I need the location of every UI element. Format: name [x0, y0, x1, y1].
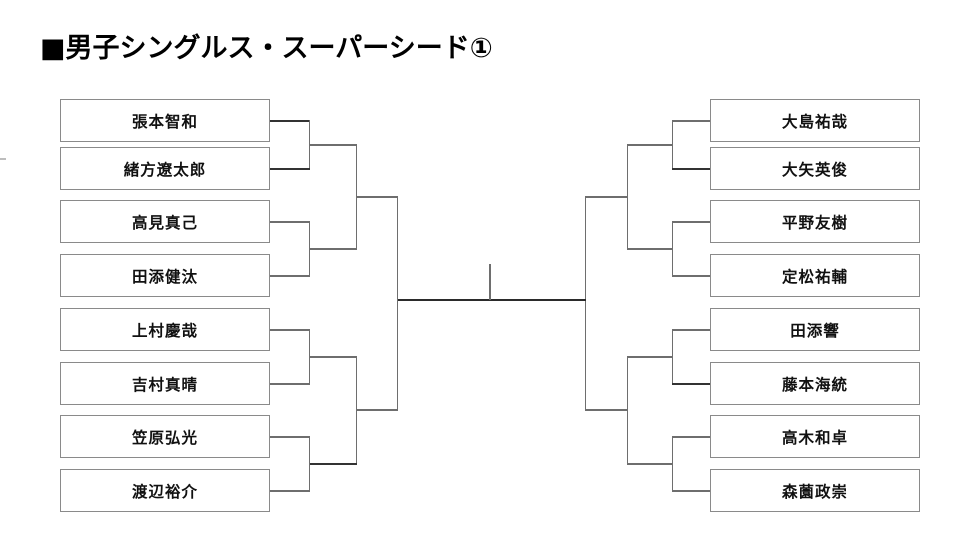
- connector-right-r3-top: [585, 196, 627, 198]
- connector-right-r1-a-top: [672, 120, 710, 122]
- final-center-tick: [489, 264, 491, 300]
- connector-right-r2-b-bottom: [627, 463, 672, 465]
- connector-left-r1-d-join: [308, 436, 310, 490]
- player-slot-left-3[interactable]: 高見真己: [60, 200, 270, 243]
- player-name: 吉村真晴: [131, 375, 198, 394]
- player-name: 緒方遼太郎: [123, 160, 207, 179]
- connector-right-r3-join: [584, 196, 586, 409]
- player-name: 張本智和: [131, 112, 198, 131]
- player-slot-right-2[interactable]: 大矢英俊: [710, 147, 920, 190]
- player-name: 平野友樹: [781, 213, 848, 232]
- connector-right-r1-d-bottom: [672, 490, 710, 492]
- connector-right-r2-a-bottom: [627, 248, 672, 250]
- player-slot-right-4[interactable]: 定松祐輔: [710, 254, 920, 297]
- connector-right-r2-b-join: [626, 356, 628, 463]
- player-slot-left-5[interactable]: 上村慶哉: [60, 308, 270, 351]
- connector-left-r1-a-top: [270, 120, 310, 122]
- player-slot-right-6[interactable]: 藤本海統: [710, 362, 920, 405]
- connector-right-r1-d-join: [671, 436, 673, 490]
- left-edge-mark: [0, 158, 6, 160]
- connector-left-r2-a-top: [310, 144, 357, 146]
- connector-right-r1-c-bottom: [672, 383, 710, 385]
- player-slot-left-4[interactable]: 田添健汰: [60, 254, 270, 297]
- player-name: 笠原弘光: [131, 428, 198, 447]
- connector-right-r1-a-bottom: [672, 168, 710, 170]
- player-name: 渡辺裕介: [131, 482, 198, 501]
- player-name: 高見真己: [131, 213, 198, 232]
- connector-left-r1-c-bottom: [270, 383, 310, 385]
- player-slot-right-5[interactable]: 田添響: [710, 308, 920, 351]
- connector-left-r1-c-top: [270, 329, 310, 331]
- connector-left-r1-d-bottom: [270, 490, 310, 492]
- connector-left-r1-b-top: [270, 221, 310, 223]
- connector-left-r1-a-join: [308, 120, 310, 168]
- connector-right-r3-bottom: [585, 409, 627, 411]
- connector-left-r1-d-top: [270, 436, 310, 438]
- final-match-line: [398, 299, 586, 301]
- connector-left-r2-b-join: [355, 356, 357, 463]
- connector-left-r1-a-bottom: [270, 168, 310, 170]
- page-title: ■男子シングルス・スーパーシード①: [40, 33, 493, 64]
- connector-right-r2-b-top: [627, 356, 672, 358]
- player-name: 高木和卓: [781, 428, 848, 447]
- player-slot-left-6[interactable]: 吉村真晴: [60, 362, 270, 405]
- connector-left-r2-a-join: [355, 144, 357, 248]
- connector-right-r2-a-join: [626, 144, 628, 248]
- player-name: 大矢英俊: [781, 160, 848, 179]
- connector-right-r1-a-join: [671, 120, 673, 168]
- player-slot-left-8[interactable]: 渡辺裕介: [60, 469, 270, 512]
- connector-right-r1-c-top: [672, 329, 710, 331]
- player-name: 藤本海統: [781, 375, 848, 394]
- connector-right-r1-c-join: [671, 329, 673, 383]
- player-slot-right-7[interactable]: 高木和卓: [710, 415, 920, 458]
- player-slot-left-1[interactable]: 張本智和: [60, 99, 270, 142]
- player-slot-left-2[interactable]: 緒方遼太郎: [60, 147, 270, 190]
- connector-right-r1-b-top: [672, 221, 710, 223]
- player-slot-right-3[interactable]: 平野友樹: [710, 200, 920, 243]
- player-name: 田添響: [790, 321, 840, 340]
- connector-right-r1-d-top: [672, 436, 710, 438]
- player-name: 大島祐哉: [781, 112, 848, 131]
- connector-left-r3-bottom: [357, 409, 398, 411]
- player-name: 田添健汰: [131, 267, 198, 286]
- player-slot-right-1[interactable]: 大島祐哉: [710, 99, 920, 142]
- connector-left-r3-join: [396, 196, 398, 409]
- connector-left-r1-b-join: [308, 221, 310, 275]
- player-name: 森薗政崇: [781, 482, 848, 501]
- connector-left-r2-b-top: [310, 356, 357, 358]
- player-slot-right-8[interactable]: 森薗政崇: [710, 469, 920, 512]
- connector-left-r2-b-bottom: [310, 463, 357, 465]
- player-name: 定松祐輔: [781, 267, 848, 286]
- player-slot-left-7[interactable]: 笠原弘光: [60, 415, 270, 458]
- connector-left-r2-a-bottom: [310, 248, 357, 250]
- connector-right-r1-b-bottom: [672, 275, 710, 277]
- connector-left-r1-b-bottom: [270, 275, 310, 277]
- connector-left-r3-top: [357, 196, 398, 198]
- connector-right-r1-b-join: [671, 221, 673, 275]
- player-name: 上村慶哉: [131, 321, 198, 340]
- connector-left-r1-c-join: [308, 329, 310, 383]
- connector-right-r2-a-top: [627, 144, 672, 146]
